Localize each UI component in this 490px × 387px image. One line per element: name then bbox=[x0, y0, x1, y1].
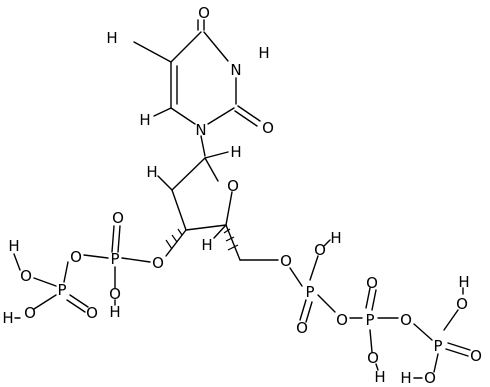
atom-o-bridge-p3p4: O bbox=[336, 311, 348, 329]
atom-o-c3prime: O bbox=[152, 254, 164, 272]
atom-h-p2-oh-top: H bbox=[8, 237, 19, 255]
atom-o-p2-oh-top: O bbox=[20, 267, 32, 285]
atom-h-c4prime: H bbox=[201, 236, 212, 254]
atom-h-p5-oh-up: H bbox=[458, 273, 469, 291]
atom-n3: N bbox=[230, 61, 241, 79]
atom-h-c2prime: H bbox=[146, 163, 157, 181]
atom-h-c1prime: H bbox=[230, 143, 241, 161]
atom-h-p1-oh: H bbox=[109, 303, 120, 321]
atom-h-p2-oh-bot: H bbox=[2, 309, 13, 327]
atom-p2: P bbox=[57, 281, 66, 299]
atom-h-p5-oh-down: H bbox=[400, 369, 411, 387]
atom-o-c5prime: O bbox=[280, 252, 292, 270]
atom-o-p3-double: O bbox=[296, 319, 308, 337]
atom-o-p1-oh: O bbox=[109, 285, 121, 303]
atom-o-bridge-p4p5: O bbox=[400, 311, 412, 329]
atom-o-sugar-ring: O bbox=[227, 177, 239, 195]
phosphate-3prime bbox=[13, 225, 151, 319]
atom-o-p4-double: O bbox=[366, 274, 378, 292]
atom-o-c2: O bbox=[262, 119, 274, 137]
deoxyribose-ring bbox=[157, 151, 279, 261]
atom-h-n3: H bbox=[258, 44, 269, 62]
atom-p1: P bbox=[110, 250, 119, 268]
atom-o-p5-oh-down: O bbox=[424, 369, 436, 387]
atom-o-p5-double: O bbox=[470, 347, 482, 365]
phosphate-5prime bbox=[289, 239, 471, 379]
atom-h-p4-oh: H bbox=[374, 368, 385, 386]
atom-o-bridge-p1p2: O bbox=[70, 248, 82, 266]
atom-h-methyl: H bbox=[106, 29, 117, 47]
atom-p5: P bbox=[433, 337, 442, 355]
atom-o-p1-double: O bbox=[112, 209, 124, 227]
atom-h-p3-oh: H bbox=[330, 229, 341, 247]
atom-p4: P bbox=[365, 311, 374, 329]
atom-o-p4-oh: O bbox=[367, 349, 379, 367]
atom-o-p3-oh: O bbox=[314, 241, 326, 259]
atom-o-p2-double: O bbox=[86, 304, 98, 322]
atom-h-c6: H bbox=[139, 111, 150, 129]
atom-p3: P bbox=[305, 283, 314, 301]
atom-o-p5-oh-up: O bbox=[456, 295, 468, 313]
atom-o-p2-oh-bot: O bbox=[24, 304, 36, 322]
atom-o-c4: O bbox=[198, 4, 210, 22]
atom-n1: N bbox=[195, 121, 206, 139]
thymine-ring bbox=[133, 19, 261, 157]
